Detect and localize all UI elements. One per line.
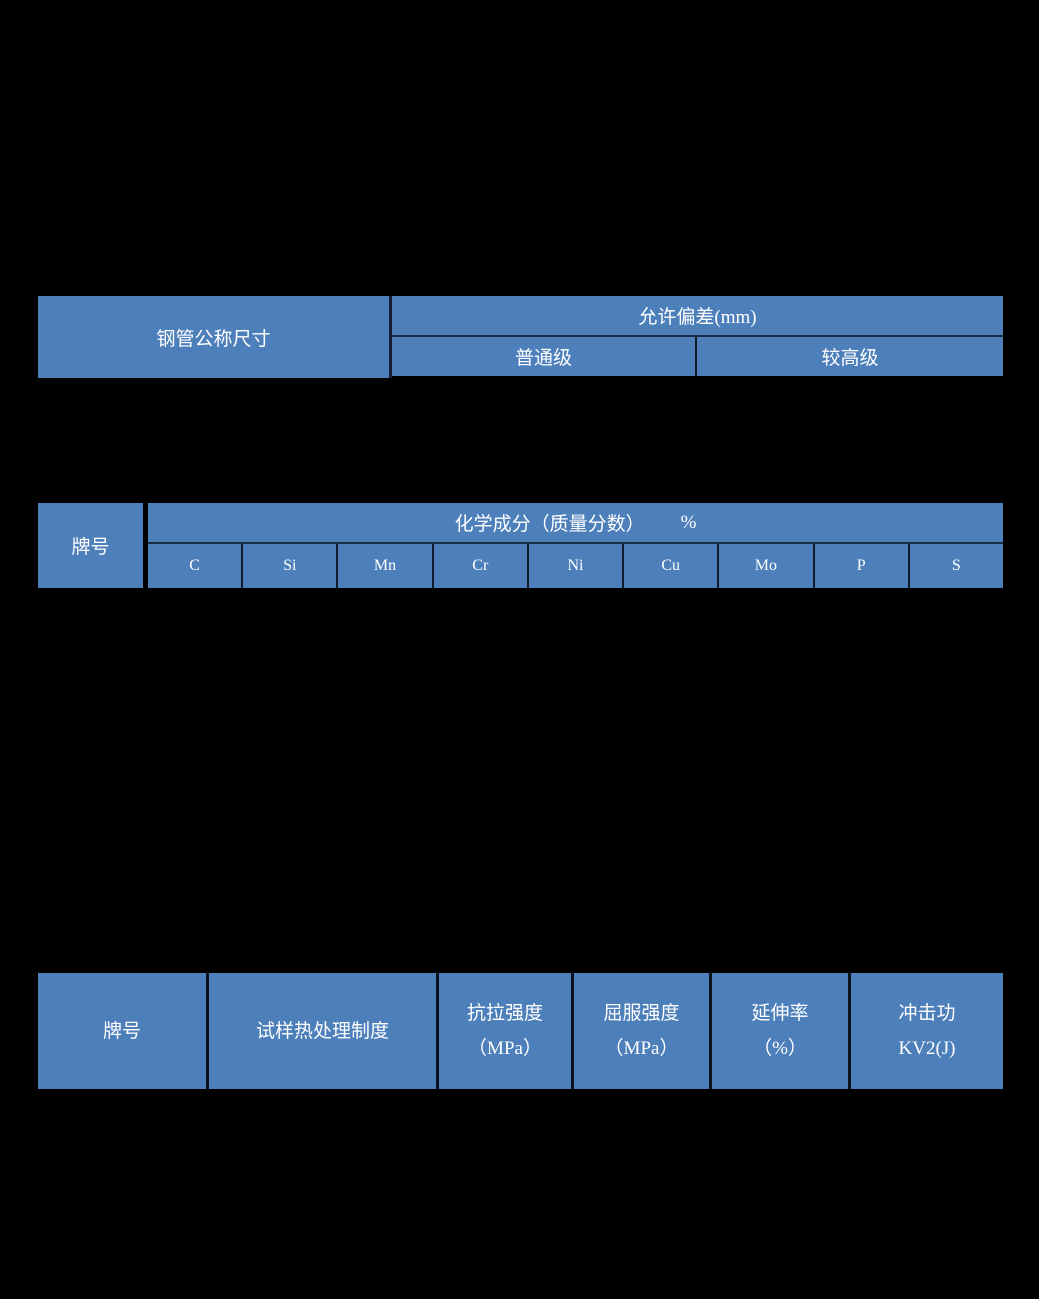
composition-table-group-header-label: 化学成分（质量分数） (454, 514, 645, 535)
tolerance-table-size-header-label: 钢管公称尺寸 (156, 328, 271, 350)
mech-table-yield-strength-label: 屈服强度 (603, 1003, 680, 1024)
composition-table-group-header-cell: 化学成分（质量分数） % (148, 503, 1003, 544)
element-header-cell-mo: Mo (719, 544, 815, 588)
element-header-label-mn: Mn (373, 557, 397, 574)
mechanical-properties-table: 牌号 试样热处理制度 抗拉强度 （MPa） 屈服强度 （MPa） 延伸率 （%）… (38, 973, 1003, 1089)
tolerance-table: 钢管公称尺寸 允许偏差(mm) 普通级 较高级 (38, 296, 1003, 378)
mech-table-impact-energy-header-cell: 冲击功 KV2(J) (851, 973, 1003, 1089)
composition-table-unit-label: % (680, 511, 697, 533)
element-header-label-c: C (189, 557, 200, 574)
element-header-cell-mn: Mn (338, 544, 434, 588)
tolerance-table-group-header-label: 允许偏差(mm) (638, 307, 757, 328)
element-header-label-si: Si (283, 557, 297, 574)
tolerance-table-subheader-higher-cell: 较高级 (697, 337, 1003, 376)
element-header-cell-p: P (814, 544, 910, 588)
mech-table-tensile-strength-unit: （MPa） (468, 1038, 542, 1059)
mech-table-tensile-strength-header-cell: 抗拉强度 （MPa） (439, 973, 574, 1089)
mech-table-grade-header-label: 牌号 (102, 1020, 141, 1042)
element-header-label-p: P (856, 557, 866, 574)
mech-table-yield-strength-unit: （MPa） (604, 1038, 679, 1059)
element-header-cell-c: C (148, 544, 244, 588)
mech-table-tensile-strength-label: 抗拉强度 (466, 1003, 543, 1024)
element-header-label-cu: Cu (661, 557, 681, 574)
mech-table-elongation-header-cell: 延伸率 （%） (712, 973, 851, 1089)
mech-table-elongation-label: 延伸率 (751, 1003, 809, 1024)
tolerance-table-size-header-cell: 钢管公称尺寸 (38, 296, 392, 378)
mech-table-impact-energy-label: 冲击功 (898, 1003, 956, 1024)
mech-table-elongation-unit: （%） (753, 1038, 807, 1059)
element-header-cell-si: Si (243, 544, 339, 588)
mech-table-heat-treatment-header-cell: 试样热处理制度 (209, 973, 439, 1089)
tolerance-table-subheader-higher-label: 较高级 (821, 348, 879, 369)
element-header-cell-cu: Cu (624, 544, 720, 588)
composition-table-grade-header-label: 牌号 (71, 537, 110, 558)
composition-table-right-section: 化学成分（质量分数） % C Si Mn Cr Ni (148, 503, 1003, 588)
element-header-cell-cr: Cr (433, 544, 529, 588)
element-header-label-mo: Mo (754, 557, 778, 574)
tolerance-table-right-section: 允许偏差(mm) 普通级 较高级 (392, 296, 1003, 378)
tolerance-table-subheader-ordinary-label: 普通级 (514, 348, 572, 369)
element-header-label-ni: Ni (567, 557, 584, 574)
element-header-label-s: S (951, 557, 961, 574)
element-header-label-cr: Cr (472, 557, 489, 574)
tolerance-table-subheader-ordinary-cell: 普通级 (392, 337, 697, 376)
mech-table-heat-treatment-header-label: 试样热处理制度 (255, 1020, 389, 1042)
tolerance-table-sub-header-row: 普通级 较高级 (392, 337, 1003, 376)
element-header-cell-ni: Ni (528, 544, 625, 588)
composition-table-column-gap (143, 503, 148, 588)
mech-table-yield-strength-header-cell: 屈服强度 （MPa） (574, 973, 712, 1089)
element-header-cell-s: S (909, 544, 1003, 588)
mech-table-impact-energy-unit: KV2(J) (898, 1038, 956, 1059)
tolerance-table-group-header-cell: 允许偏差(mm) (392, 296, 1003, 337)
composition-table-elements-row: C Si Mn Cr Ni Cu Mo (148, 544, 1003, 588)
composition-table: 牌号 化学成分（质量分数） % C Si Mn Cr (38, 503, 1003, 588)
mech-table-grade-header-cell: 牌号 (38, 973, 209, 1089)
composition-table-grade-header-cell: 牌号 (38, 503, 143, 588)
